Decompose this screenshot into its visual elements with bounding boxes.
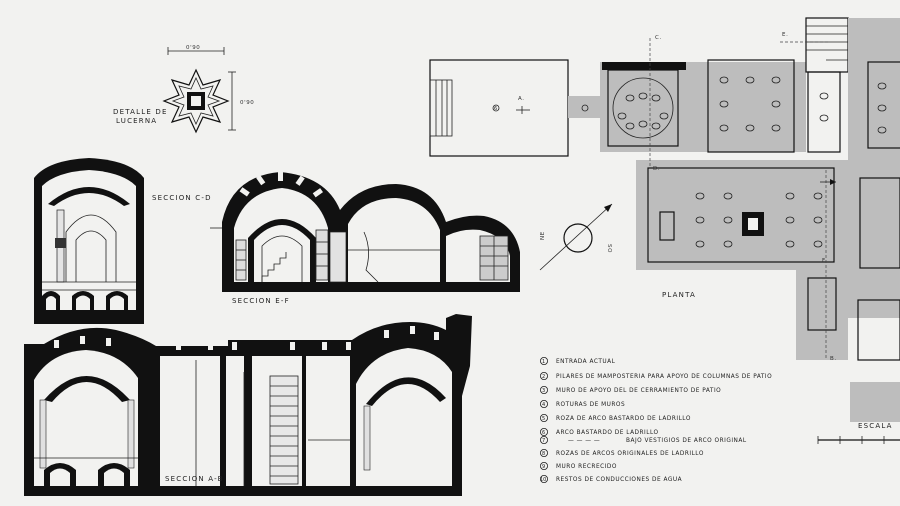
svg-text:ARCO BASTARDO DE LADRILLO: ARCO BASTARDO DE LADRILLO: [556, 430, 659, 436]
svg-text:MURO RECRECIDO: MURO RECRECIDO: [556, 464, 617, 470]
section-ab-label: SECCION A-B: [165, 475, 224, 483]
marker-e: E.: [782, 32, 788, 38]
marker-c: C.: [655, 35, 662, 41]
legend-item: 7 — — — — BAJO VESTIGIOS DE ARCO ORIGINA…: [540, 435, 747, 444]
marker-b: B.: [830, 356, 837, 362]
compass-so-label: SO: [606, 244, 612, 253]
legend: 1 ENTRADA ACTUAL 2 PILARES DE MAMPOSTERI…: [540, 356, 772, 483]
scale-label: ESCALA: [858, 422, 893, 430]
section-cd: SECCION C-D: [34, 158, 212, 324]
legend-item: 8 ROZAS DE ARCOS ORIGINALES DE LADRILLO: [540, 448, 704, 457]
svg-text:MURO DE APOYO DEL DE CERRAMIEN: MURO DE APOYO DEL DE CERRAMIENTO DE PATI…: [556, 388, 721, 394]
section-ef: SECCION E-F: [210, 172, 520, 305]
marker-a: A.: [518, 96, 525, 102]
section-cd-label: SECCION C-D: [152, 194, 212, 202]
legend-item: 3 MURO DE APOYO DEL DE CERRAMIENTO DE PA…: [540, 385, 721, 394]
svg-text:10: 10: [540, 477, 546, 483]
legend-item: 5 ROZA DE ARCO BASTARDO DE LADRILLO: [540, 413, 691, 422]
compass: NE SO: [539, 203, 613, 271]
svg-text:1: 1: [542, 359, 545, 365]
svg-text:ROTURAS DE MUROS: ROTURAS DE MUROS: [556, 402, 625, 408]
legend-item: 1 ENTRADA ACTUAL: [540, 356, 616, 365]
svg-text:6: 6: [494, 106, 497, 112]
compass-ne-label: NE: [540, 231, 546, 240]
legend-item: 6 ARCO BASTARDO DE LADRILLO: [540, 427, 659, 436]
dim-side-label: 0'90: [240, 100, 254, 106]
legend-item: 2 PILARES DE MAMPOSTERIA PARA APOYO DE C…: [540, 371, 772, 380]
lucerna-detail: 0'90 0'90 DETALLE DE LUCERNA: [113, 45, 254, 134]
svg-text:2: 2: [542, 374, 545, 380]
svg-text:3: 3: [542, 388, 545, 394]
svg-text:ENTRADA ACTUAL: ENTRADA ACTUAL: [556, 359, 616, 365]
plan-label: PLANTA: [662, 291, 696, 299]
lucerna-label-1: DETALLE DE: [113, 108, 168, 116]
marker-f: F.: [822, 258, 827, 264]
svg-text:PILARES DE MAMPOSTERIA PARA AP: PILARES DE MAMPOSTERIA PARA APOYO DE COL…: [556, 374, 772, 380]
lucerna-label-2: LUCERNA: [116, 117, 157, 125]
svg-text:7: 7: [542, 438, 545, 444]
legend-item: 10 RESTOS DE CONDUCCIONES DE AGUA: [540, 474, 682, 483]
svg-text:6: 6: [542, 430, 545, 436]
svg-text:ROZAS DE ARCOS ORIGINALES DE L: ROZAS DE ARCOS ORIGINALES DE LADRILLO: [556, 451, 704, 457]
svg-text:— — — —: — — — —: [568, 438, 600, 444]
svg-text:RESTOS DE CONDUCCIONES DE AGUA: RESTOS DE CONDUCCIONES DE AGUA: [556, 477, 682, 483]
legend-item: 4 ROTURAS DE MUROS: [540, 399, 625, 408]
section-ef-label: SECCION E-F: [232, 297, 290, 305]
marker-d: D.: [653, 166, 660, 172]
legend-item: 9 MURO RECRECIDO: [540, 461, 617, 470]
plan-view: 6 A.: [429, 17, 900, 444]
svg-text:9: 9: [542, 464, 545, 470]
svg-text:5: 5: [542, 416, 545, 422]
svg-text:4: 4: [542, 402, 545, 408]
section-ab: SECCION A-B: [24, 314, 472, 496]
svg-text:BAJO VESTIGIOS DE ARCO ORIGINA: BAJO VESTIGIOS DE ARCO ORIGINAL: [626, 438, 747, 444]
svg-text:8: 8: [542, 451, 545, 457]
svg-text:ROZA DE ARCO BASTARDO DE LADRI: ROZA DE ARCO BASTARDO DE LADRILLO: [556, 416, 691, 422]
dim-top-label: 0'90: [186, 45, 200, 51]
